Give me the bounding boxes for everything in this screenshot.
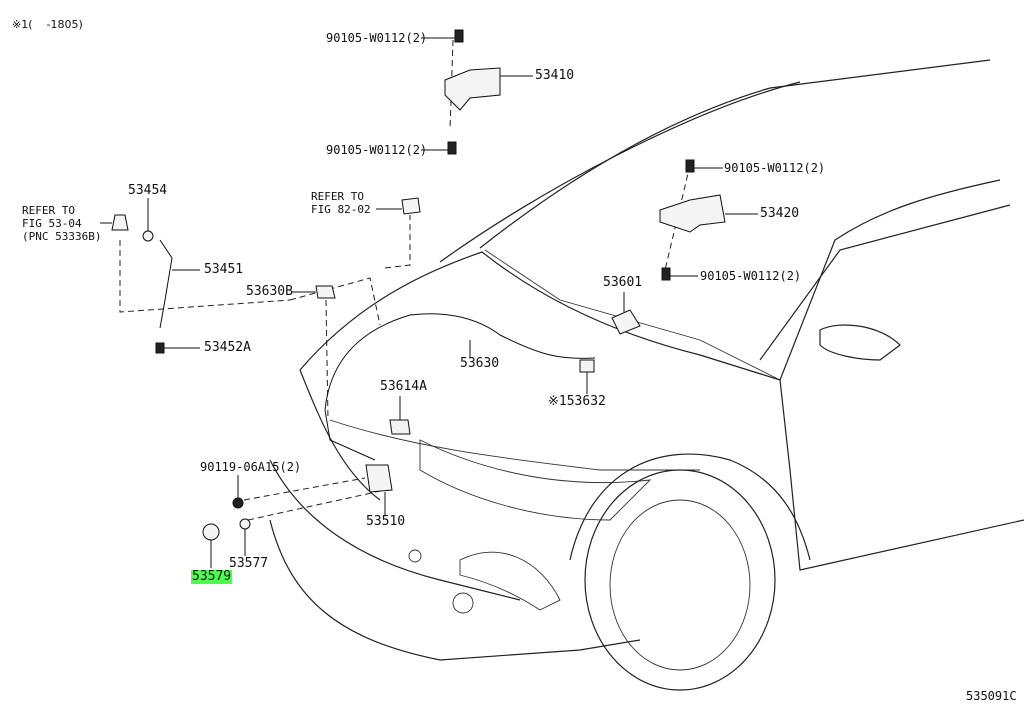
refer-fig53-line1: REFER TO (22, 204, 75, 217)
label-53454[interactable]: 53454 (128, 183, 168, 198)
label-53410[interactable]: 53410 (535, 68, 575, 83)
clip-53632 (579, 359, 595, 373)
hood-outline (299, 251, 781, 381)
front-bumper-hole (408, 549, 422, 563)
refer-fig82-line1: REFER TO (311, 190, 364, 203)
wheel-arch (569, 453, 811, 561)
bolt-90105-53420-top (685, 159, 695, 173)
bolt-90105-top (454, 29, 464, 43)
label-90105-53420-top[interactable]: 90105-W0112(2) (724, 161, 826, 175)
clip-fig82 (401, 197, 421, 215)
label-53630[interactable]: 53630 (460, 356, 500, 371)
header-note: ※1( -1805) (12, 18, 83, 31)
hood-lock-53510 (365, 464, 393, 493)
dash-53577 (247, 489, 386, 521)
side-mirror (819, 324, 901, 361)
label-53510[interactable]: 53510 (366, 514, 406, 529)
front-tire-inner (609, 499, 751, 671)
label-53451[interactable]: 53451 (204, 262, 244, 277)
hood-front-edge (299, 369, 381, 501)
washer-53577 (239, 518, 251, 530)
bolt-90105-lower (447, 141, 457, 155)
refer-fig82-line2[interactable]: FIG 82-02 (311, 203, 371, 216)
fog-lamp (452, 592, 474, 614)
dash-bolt-90119 (243, 477, 366, 501)
roof-line (439, 81, 801, 263)
fog-lamp-housing (459, 551, 561, 611)
label-53601[interactable]: 53601 (603, 275, 643, 290)
label-53632[interactable]: ※153632 (548, 394, 606, 409)
label-90105-53420-lower[interactable]: 90105-W0112(2) (700, 269, 802, 283)
bracket-53410 (444, 67, 501, 111)
bolt-90105-53420-lower (661, 267, 671, 281)
label-53452A[interactable]: 53452A (204, 340, 251, 355)
dash-53451-to-53630 (289, 277, 381, 326)
bracket-53601 (611, 309, 641, 335)
refer-fig53-line2[interactable]: FIG 53-04 (22, 217, 82, 230)
cable-53630-front (324, 314, 411, 461)
clip-53614A (389, 419, 411, 435)
label-53577[interactable]: 53577 (229, 556, 269, 571)
bolt-90119 (232, 497, 244, 509)
front-grille-outline (269, 459, 521, 601)
label-53630B[interactable]: 53630B (246, 284, 293, 299)
grommet-53454 (142, 230, 154, 242)
bracket-53420 (659, 194, 726, 233)
label-90119[interactable]: 90119-06A15(2) (200, 460, 302, 474)
front-tire-outer (584, 469, 776, 691)
dash-fig82 (384, 215, 411, 269)
bumper-lower (269, 519, 641, 661)
refer-fig53-line3: (PNC 53336B) (22, 230, 102, 243)
label-53579-highlighted[interactable]: 53579 (191, 569, 233, 584)
cable-53630 (409, 313, 596, 359)
clamp-53630B (315, 285, 336, 299)
fender-line (779, 379, 1024, 571)
figure-code: 535091C (966, 689, 1017, 703)
hood-support-rod-53451 (159, 239, 173, 329)
retainer-53452A (155, 342, 165, 354)
label-53614A[interactable]: 53614A (380, 379, 427, 394)
dash-53454-53451 (119, 240, 291, 313)
label-53420[interactable]: 53420 (760, 206, 800, 221)
label-90105-top[interactable]: 90105-W0112(2) (326, 31, 428, 45)
a-pillar (779, 179, 1001, 381)
clip-53454 (111, 214, 129, 231)
cap-53579 (202, 523, 220, 541)
side-window (759, 204, 1011, 361)
label-90105-lower[interactable]: 90105-W0112(2) (326, 143, 428, 157)
hood-crease (329, 419, 700, 471)
windshield-outline (479, 59, 991, 249)
headlamp-outline (419, 439, 652, 521)
dash-53630B-down (325, 299, 329, 421)
